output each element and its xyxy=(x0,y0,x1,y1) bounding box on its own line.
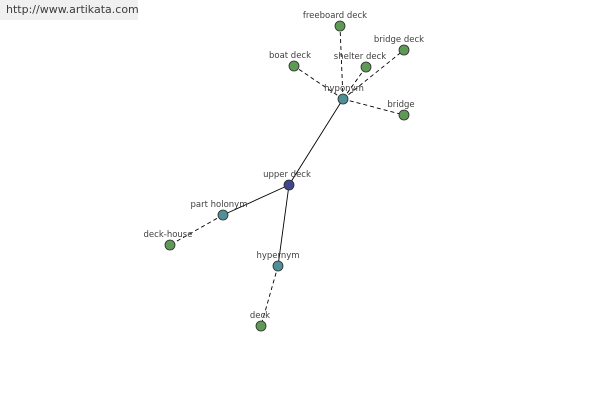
node-circle-upper-deck[interactable] xyxy=(283,179,295,191)
node-circle-freeboard-deck[interactable] xyxy=(334,20,346,32)
graph-nodes: upper deck hyponym part holonym hypernym fre… xyxy=(144,11,424,332)
node-circle-deck-house[interactable] xyxy=(164,239,176,251)
node-label-hyponym: hyponym xyxy=(324,84,364,94)
node-label-boat-deck: boat deck xyxy=(269,51,311,61)
node-label-upper-deck: upper deck xyxy=(263,170,311,180)
node-deck[interactable]: deck xyxy=(250,311,270,332)
node-circle-shelter-deck[interactable] xyxy=(360,61,372,73)
node-deck-house[interactable]: deck-house xyxy=(144,230,193,251)
edge-hyponym-to-bridge xyxy=(342,98,405,116)
edge-upper-deck-to-part-holonym xyxy=(222,184,290,216)
edge-upper-deck-to-hyponym xyxy=(288,98,344,186)
node-circle-hyponym[interactable] xyxy=(337,93,349,105)
node-label-freeboard-deck: freeboard deck xyxy=(303,11,367,21)
node-circle-bridge-deck[interactable] xyxy=(398,44,410,56)
node-hypernym[interactable]: hypernym xyxy=(256,251,300,272)
graph-edges xyxy=(169,25,405,327)
node-circle-part-holonym[interactable] xyxy=(217,209,229,221)
edge-hypernym-to-deck xyxy=(260,265,279,327)
node-bridge-deck[interactable]: bridge deck xyxy=(374,35,424,56)
node-freeboard-deck[interactable]: freeboard deck xyxy=(303,11,367,32)
node-label-bridge: bridge xyxy=(387,100,414,110)
node-bridge[interactable]: bridge xyxy=(387,100,415,121)
node-label-part-holonym: part holonym xyxy=(191,200,248,210)
node-label-bridge-deck: bridge deck xyxy=(374,35,424,45)
node-label-shelter-deck: shelter deck xyxy=(334,52,386,62)
node-circle-hypernym[interactable] xyxy=(272,260,284,272)
node-circle-boat-deck[interactable] xyxy=(288,60,300,72)
node-hyponym[interactable]: hyponym xyxy=(324,84,364,105)
node-label-deck: deck xyxy=(250,311,270,321)
node-circle-bridge[interactable] xyxy=(398,109,410,121)
node-upper-deck[interactable]: upper deck xyxy=(263,170,311,191)
site-url-link[interactable]: http://www.artikata.com xyxy=(0,0,139,20)
node-label-deck-house: deck-house xyxy=(144,230,193,240)
node-part-holonym[interactable]: part holonym xyxy=(191,200,248,221)
node-circle-deck[interactable] xyxy=(255,320,267,332)
edge-hyponym-to-shelter-deck xyxy=(342,66,367,100)
node-boat-deck[interactable]: boat deck xyxy=(269,51,311,72)
edge-hyponym-to-freeboard-deck xyxy=(339,25,344,100)
edge-hyponym-to-boat-deck xyxy=(293,65,344,100)
edge-part-holonym-to-deck-house xyxy=(169,214,224,246)
node-label-hypernym: hypernym xyxy=(256,251,299,261)
node-shelter-deck[interactable]: shelter deck xyxy=(334,52,386,73)
edge-hyponym-to-bridge-deck xyxy=(342,49,405,100)
edge-upper-deck-to-hypernym xyxy=(277,184,290,267)
